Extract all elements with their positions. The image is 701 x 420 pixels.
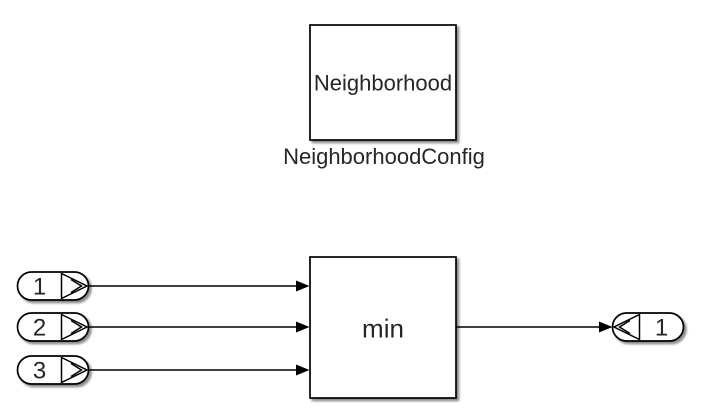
inport-1-number: 1: [33, 274, 46, 301]
inport-arrow-icon: [61, 356, 89, 384]
min-block-text: min: [362, 313, 404, 343]
inport-1-body[interactable]: [16, 271, 90, 301]
inport-2-number: 2: [33, 315, 46, 342]
neighborhood-block-body[interactable]: [309, 24, 457, 141]
inport-3-body[interactable]: [16, 355, 90, 385]
inport-3-number: 3: [33, 358, 46, 385]
signal-line-inport2-to-min[interactable]: [88, 321, 310, 333]
outport-1-number: 1: [655, 315, 668, 342]
inport-3[interactable]: 3: [16, 355, 90, 385]
inport-2-body[interactable]: [16, 312, 90, 342]
outport-chevron-icon: [618, 319, 631, 335]
inport-chevron-icon: [70, 362, 83, 378]
neighborhood-config-block[interactable]: Neighborhood: [309, 24, 457, 141]
arrowhead-icon[interactable]: [296, 280, 310, 292]
inport-chevron-icon: [70, 278, 83, 294]
outport-1[interactable]: 1: [611, 312, 685, 342]
inport-arrow-icon: [61, 313, 89, 341]
signal-line-min-to-outport[interactable]: [456, 321, 613, 333]
outport-arrow-icon: [612, 313, 640, 341]
arrowhead-icon[interactable]: [599, 321, 613, 333]
neighborhood-block-text: Neighborhood: [314, 71, 452, 96]
signal-line-inport1-to-min[interactable]: [88, 280, 310, 292]
outport-1-body[interactable]: [611, 312, 685, 342]
min-block[interactable]: min: [309, 256, 457, 399]
signal-line-inport3-to-min[interactable]: [88, 364, 310, 376]
inport-chevron-icon: [70, 319, 83, 335]
arrowhead-icon[interactable]: [296, 364, 310, 376]
inport-1[interactable]: 1: [16, 271, 90, 301]
inport-arrow-icon: [61, 272, 89, 300]
min-block-body[interactable]: [309, 256, 457, 399]
neighborhood-block-label[interactable]: NeighborhoodConfig: [283, 144, 485, 169]
inport-2[interactable]: 2: [16, 312, 90, 342]
arrowhead-icon[interactable]: [296, 321, 310, 333]
